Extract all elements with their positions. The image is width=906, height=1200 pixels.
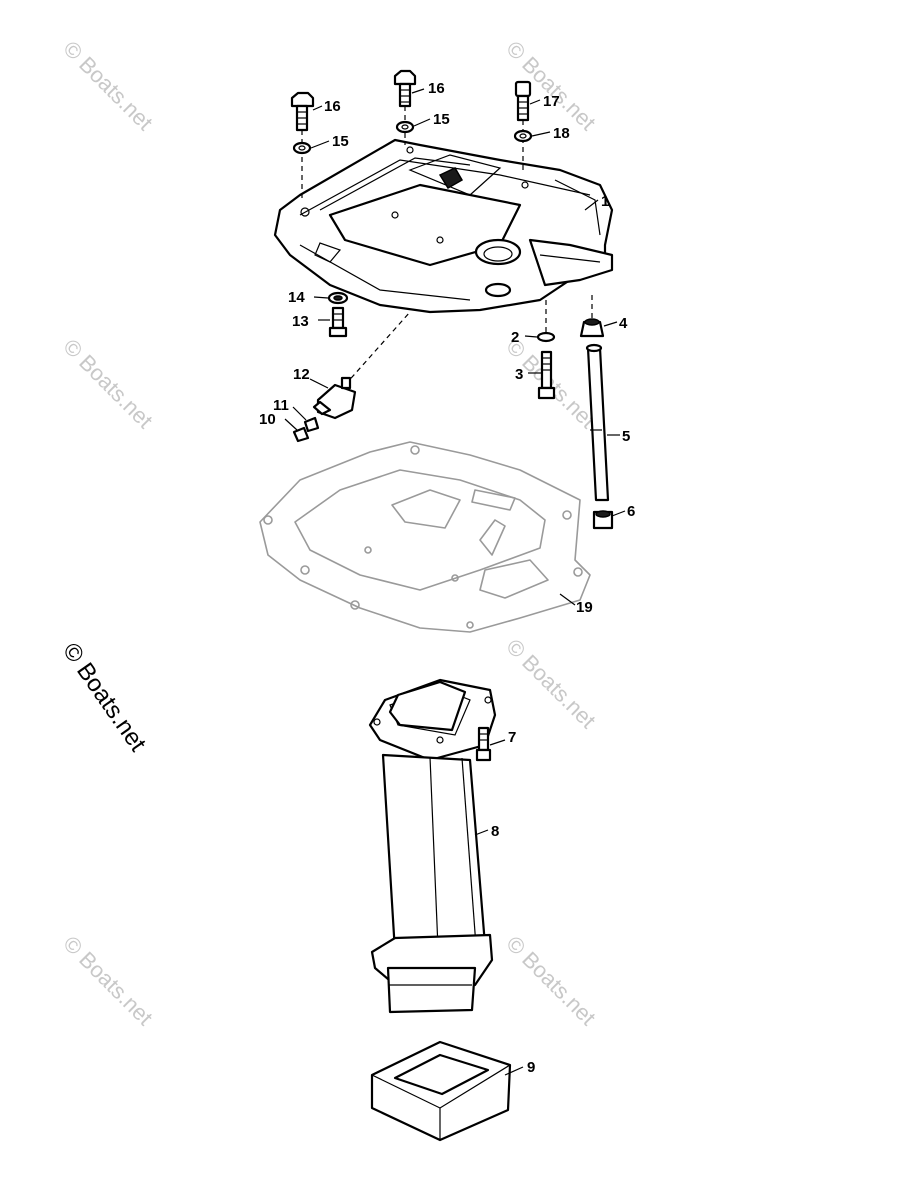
bolt-7: [475, 726, 492, 762]
bolt-16-middle: [393, 69, 417, 145]
watermark-mid-left: © Boats.net: [58, 334, 157, 433]
nut-10: [292, 426, 310, 443]
washer-14: [327, 291, 349, 305]
callout-11: 11: [273, 397, 289, 414]
callout-6: 6: [627, 503, 635, 520]
washer-15-middle: [395, 120, 415, 134]
washer-15-left: [292, 141, 312, 155]
adapter-plate: [273, 138, 614, 314]
callout-5: 5: [622, 428, 630, 445]
callout-10: 10: [259, 411, 276, 428]
gasket-19: [259, 441, 591, 633]
washer-11: [303, 416, 320, 433]
bolt-16-left: [290, 91, 315, 200]
exhaust-tube-8: [368, 678, 497, 1014]
callout-19: 19: [576, 599, 593, 616]
callout-17: 17: [543, 93, 560, 110]
watermark-bottom-right: © Boats.net: [501, 931, 600, 1030]
bolt-13: [328, 306, 348, 338]
callout-15-left: 15: [332, 133, 349, 150]
callout-16-left: 16: [324, 98, 341, 115]
callout-8: 8: [491, 823, 499, 840]
callout-1: 1: [601, 193, 609, 210]
callout-18: 18: [553, 125, 570, 142]
washer-18: [513, 129, 533, 143]
bolt-3: [537, 350, 556, 400]
callout-2: 2: [511, 329, 519, 346]
callout-labels: 1 2 3 4 5 6 7 8 9 10 11 12 13 14 15 15 1…: [259, 80, 635, 1076]
seal-9: [370, 1040, 512, 1142]
watermark-bottom-left: © Boats.net: [58, 931, 157, 1030]
callout-14: 14: [288, 289, 305, 306]
callout-9: 9: [527, 1059, 535, 1076]
grommet-6: [592, 510, 614, 530]
grommet-4: [579, 295, 605, 338]
watermark-top-left: © Boats.net: [58, 36, 157, 135]
callout-12: 12: [293, 366, 310, 383]
callout-16-middle: 16: [428, 80, 445, 97]
callout-13: 13: [292, 313, 309, 330]
watermark-center-right: © Boats.net: [501, 634, 600, 733]
bolt-17: [514, 80, 532, 170]
rubber-mount-12: [312, 311, 411, 420]
callout-3: 3: [515, 366, 523, 383]
leader-lines: [284, 88, 626, 1076]
water-tube-5: [585, 343, 610, 502]
callout-4: 4: [619, 315, 628, 332]
callout-7: 7: [508, 729, 516, 746]
callout-15-middle: 15: [433, 111, 450, 128]
washer-2: [536, 300, 556, 343]
watermark-large: © Boats.net: [57, 638, 151, 757]
